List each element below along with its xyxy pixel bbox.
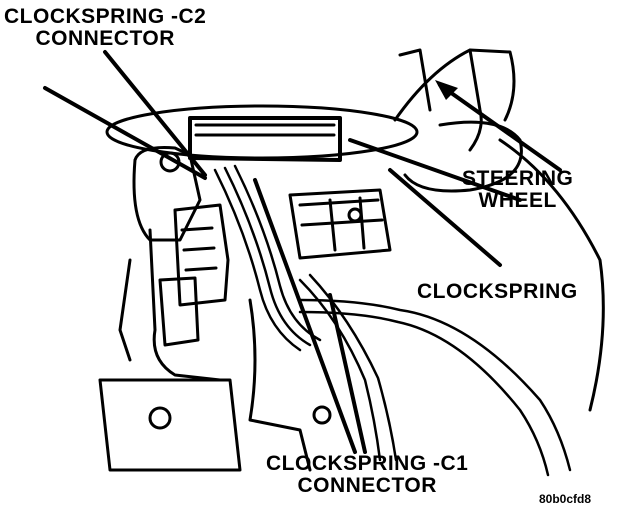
label-sw-line2: WHEEL bbox=[478, 189, 557, 212]
label-clockspring-c2-connector: CLOCKSPRING -C2 CONNECTOR bbox=[4, 6, 206, 50]
steering-wheel-arrowhead bbox=[435, 80, 458, 100]
label-c2-line2: CONNECTOR bbox=[35, 27, 175, 50]
column-housing bbox=[98, 146, 332, 472]
label-clockspring-c1-connector: CLOCKSPRING -C1 CONNECTOR bbox=[266, 453, 468, 497]
label-clockspring-text: CLOCKSPRING bbox=[417, 280, 578, 303]
c1-connector-block bbox=[288, 188, 392, 260]
label-clockspring: CLOCKSPRING bbox=[417, 281, 578, 303]
label-sw-line1: STEERING bbox=[462, 167, 574, 190]
clockspring-ring bbox=[105, 104, 419, 162]
label-c2-line1: CLOCKSPRING -C2 bbox=[4, 5, 207, 28]
c2-connector-block bbox=[158, 203, 230, 347]
wiring-harness bbox=[213, 164, 572, 477]
label-c1-line2: CONNECTOR bbox=[297, 474, 437, 497]
figure-code: 80b0cfd8 bbox=[539, 492, 592, 506]
leader-lines bbox=[43, 50, 562, 454]
steering-column bbox=[393, 48, 605, 412]
label-steering-wheel: STEERING WHEEL bbox=[462, 168, 573, 212]
label-c1-line1: CLOCKSPRING -C1 bbox=[266, 452, 469, 475]
